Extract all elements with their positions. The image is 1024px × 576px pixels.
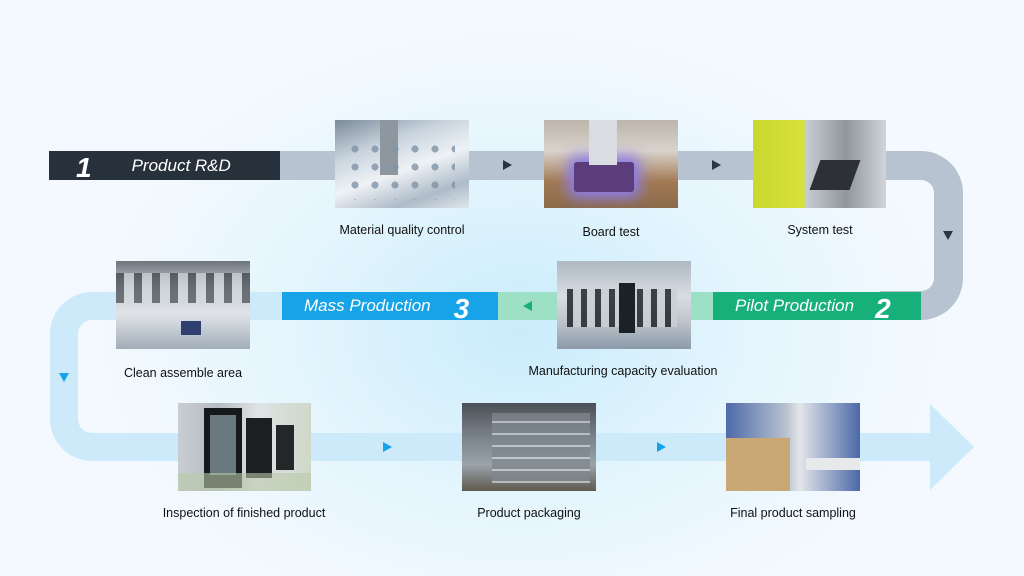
stage-number: 3 [453, 292, 470, 324]
caption-clean-assemble-area: Clean assemble area [123, 366, 243, 380]
stage-label-pilot-production: Pilot Production 2 [713, 292, 921, 324]
photo-inspection-of-finished-product [178, 403, 311, 491]
stage-label-mass-production: Mass Production 3 [282, 292, 498, 324]
arrow-left-icon [523, 301, 532, 311]
arrow-down-icon [943, 231, 953, 240]
stage-number: 2 [875, 292, 891, 324]
photo-manufacturing-capacity-evaluation [557, 261, 691, 349]
big-arrow-head-icon [930, 404, 974, 490]
arrow-down-icon [59, 373, 69, 382]
stage-number: 1 [76, 151, 92, 183]
arrow-right-icon [657, 442, 666, 452]
caption-product-packaging: Product packaging [477, 506, 581, 520]
stage-title: Mass Production [304, 296, 431, 315]
photo-board-test [544, 120, 678, 208]
caption-inspection-of-finished-product: Inspection of finished product [162, 506, 326, 520]
photo-clean-assemble-area [116, 261, 250, 349]
photo-final-product-sampling [726, 403, 860, 491]
photo-product-packaging [462, 403, 596, 491]
stage-title: Product R&D [131, 155, 231, 175]
arrow-right-icon [712, 160, 721, 170]
caption-material-quality-control: Material quality control [339, 223, 465, 237]
photo-system-test [753, 120, 886, 208]
stage-title: Pilot Production [735, 296, 855, 315]
caption-manufacturing-capacity-evaluation: Manufacturing capacity evaluation [528, 364, 718, 378]
photo-material-quality-control [335, 120, 469, 208]
caption-final-product-sampling: Final product sampling [730, 506, 856, 520]
caption-system-test: System test [787, 223, 853, 237]
stage-label-product-rd: 1 Product R&D [49, 151, 280, 183]
arrow-right-icon [503, 160, 512, 170]
arrow-right-icon [383, 442, 392, 452]
caption-board-test: Board test [582, 225, 640, 239]
